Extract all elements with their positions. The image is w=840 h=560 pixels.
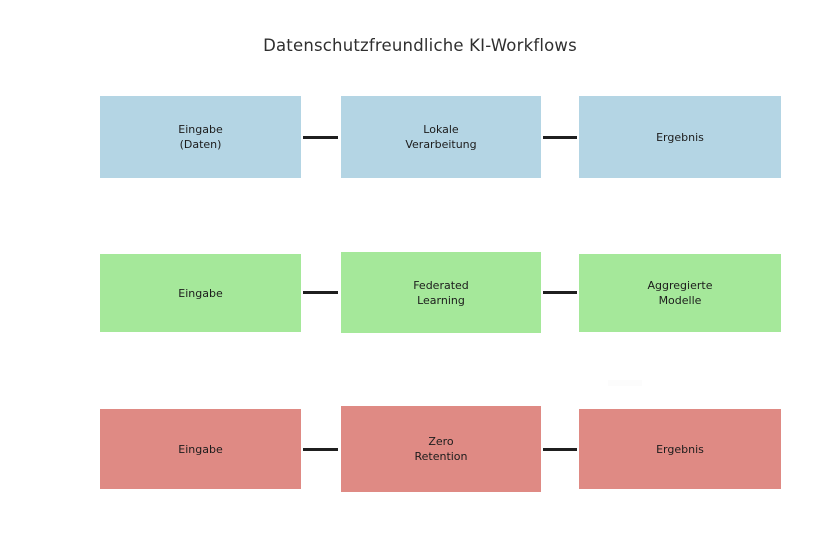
node-zero-process[interactable]: Zero Retention [341,406,541,492]
render-artifact [608,380,642,386]
connector-federated-1 [303,291,338,294]
node-federated-process[interactable]: Federated Learning [341,252,541,333]
connector-zero-2 [543,448,577,451]
node-local-process[interactable]: Lokale Verarbeitung [341,96,541,178]
connector-local-2 [543,136,577,139]
node-local-input[interactable]: Eingabe (Daten) [100,96,301,178]
node-local-output[interactable]: Ergebnis [579,96,781,178]
node-zero-output[interactable]: Ergebnis [579,409,781,489]
page-title: Datenschutzfreundliche KI-Workflows [263,36,577,55]
flow-row-federated-learning: Eingabe Federated Learning Aggregierte M… [0,252,840,334]
node-federated-output[interactable]: Aggregierte Modelle [579,254,781,332]
node-federated-input[interactable]: Eingabe [100,254,301,332]
node-zero-input[interactable]: Eingabe [100,409,301,489]
connector-zero-1 [303,448,338,451]
flow-row-lokale-verarbeitung: Eingabe (Daten) Lokale Verarbeitung Erge… [0,96,840,178]
flow-row-zero-retention: Eingabe Zero Retention Ergebnis [0,406,840,492]
connector-local-1 [303,136,338,139]
connector-federated-2 [543,291,577,294]
